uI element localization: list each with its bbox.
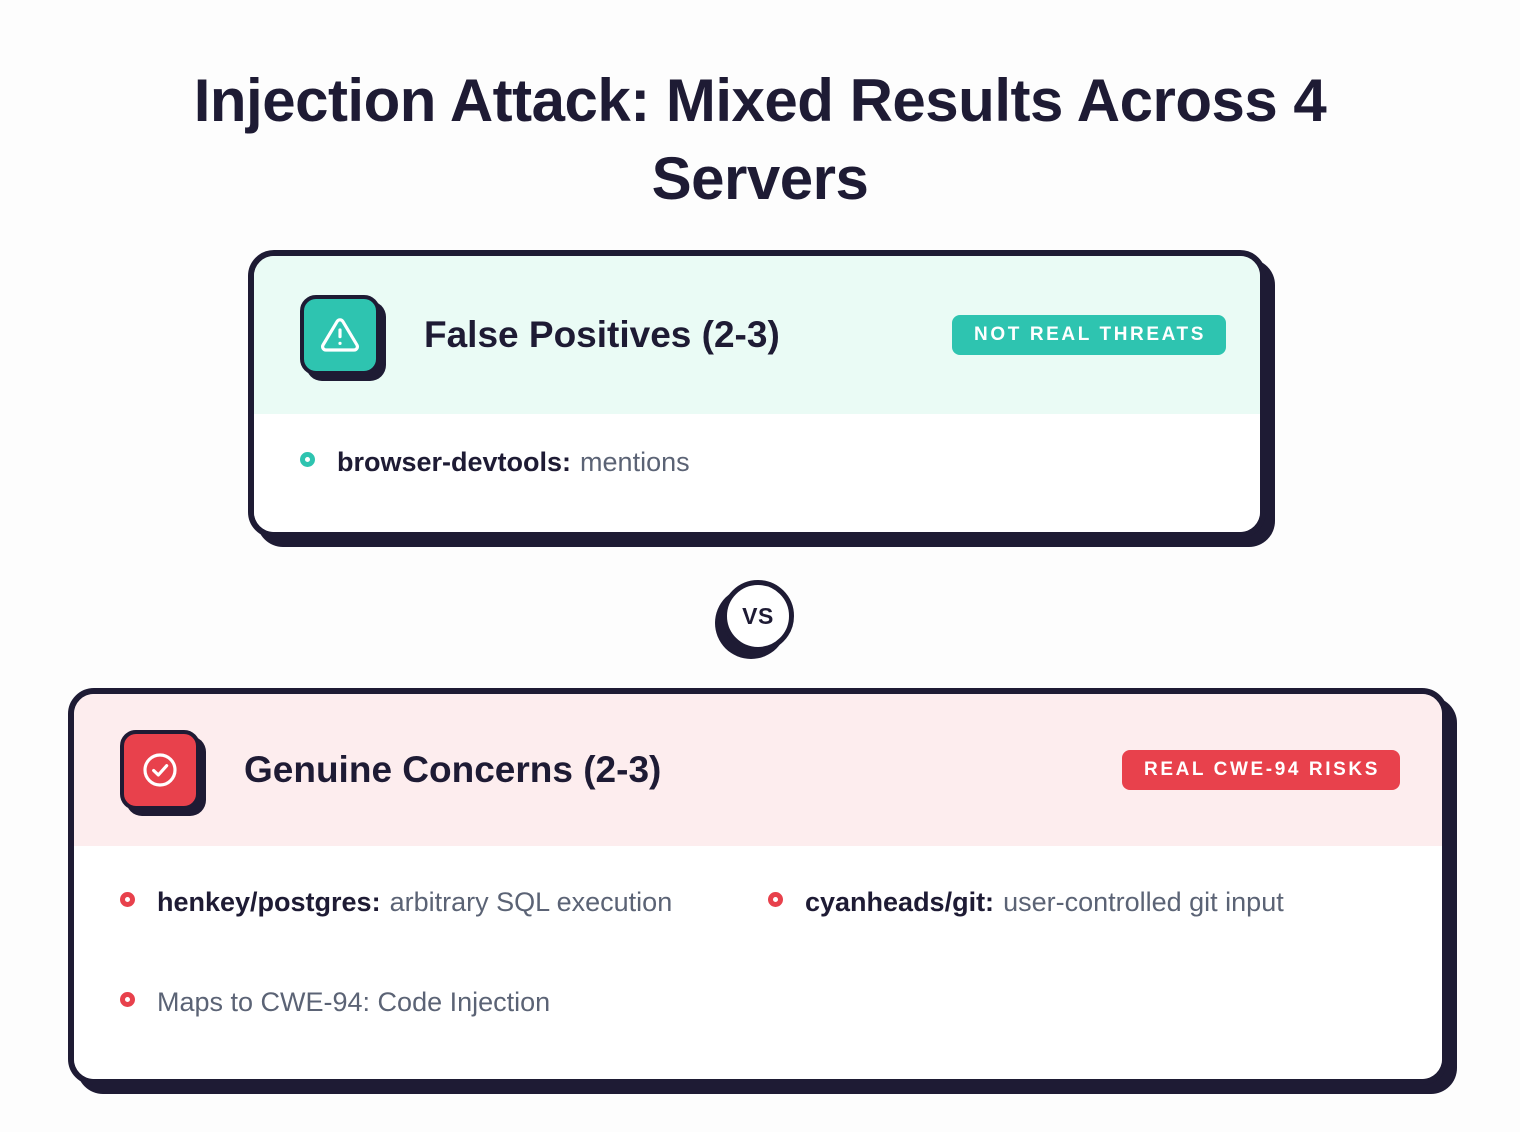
bullet-ring-icon <box>120 892 135 907</box>
list-item: Maps to CWE-94: Code Injection <box>120 986 768 1020</box>
false-positives-list: browser-devtools: mentions <box>300 446 1214 480</box>
warning-triangle-icon <box>300 295 380 375</box>
card-genuine-concerns: Genuine Concerns (2-3) REAL CWE-94 RISKS… <box>68 688 1448 1085</box>
list-item-text: arbitrary SQL execution <box>389 887 673 917</box>
false-positives-body: browser-devtools: mentions <box>254 414 1260 532</box>
status-badge-real-cwe-94-risks: REAL CWE-94 RISKS <box>1122 750 1400 790</box>
page-title: Injection Attack: Mixed Results Across 4… <box>193 67 1327 212</box>
genuine-concerns-title: Genuine Concerns (2-3) <box>244 749 662 790</box>
genuine-concerns-body: henkey/postgres: arbitrary SQL execution… <box>74 846 1442 1079</box>
false-positives-title: False Positives (2-3) <box>424 314 780 355</box>
list-item-text: Maps to CWE-94: Code Injection <box>157 986 551 1017</box>
genuine-concerns-header: Genuine Concerns (2-3) REAL CWE-94 RISKS <box>74 694 1442 846</box>
bullet-ring-icon <box>768 892 783 907</box>
list-item: browser-devtools: mentions <box>300 446 1214 480</box>
genuine-concerns-list: henkey/postgres: arbitrary SQL execution… <box>120 886 1396 1020</box>
list-item: cyanheads/git: user-controlled git input <box>768 886 1396 920</box>
list-item-text: user-controlled git input <box>1003 887 1284 917</box>
bullet-ring-icon <box>120 991 135 1007</box>
card-false-positives: False Positives (2-3) NOT REAL THREATS b… <box>248 250 1266 538</box>
check-circle-icon <box>120 730 200 810</box>
list-item-label: cyanheads/git: <box>805 887 995 917</box>
list-item-label: henkey/postgres: <box>157 887 381 917</box>
list-item-label: browser-devtools: <box>337 447 572 477</box>
status-badge-not-real-threats: NOT REAL THREATS <box>952 315 1226 355</box>
false-positives-header: False Positives (2-3) NOT REAL THREATS <box>254 256 1260 414</box>
bullet-ring-icon <box>300 452 315 467</box>
list-item-text: mentions <box>580 447 690 477</box>
list-item: henkey/postgres: arbitrary SQL execution <box>120 886 768 920</box>
vs-divider-badge: VS <box>722 580 794 652</box>
